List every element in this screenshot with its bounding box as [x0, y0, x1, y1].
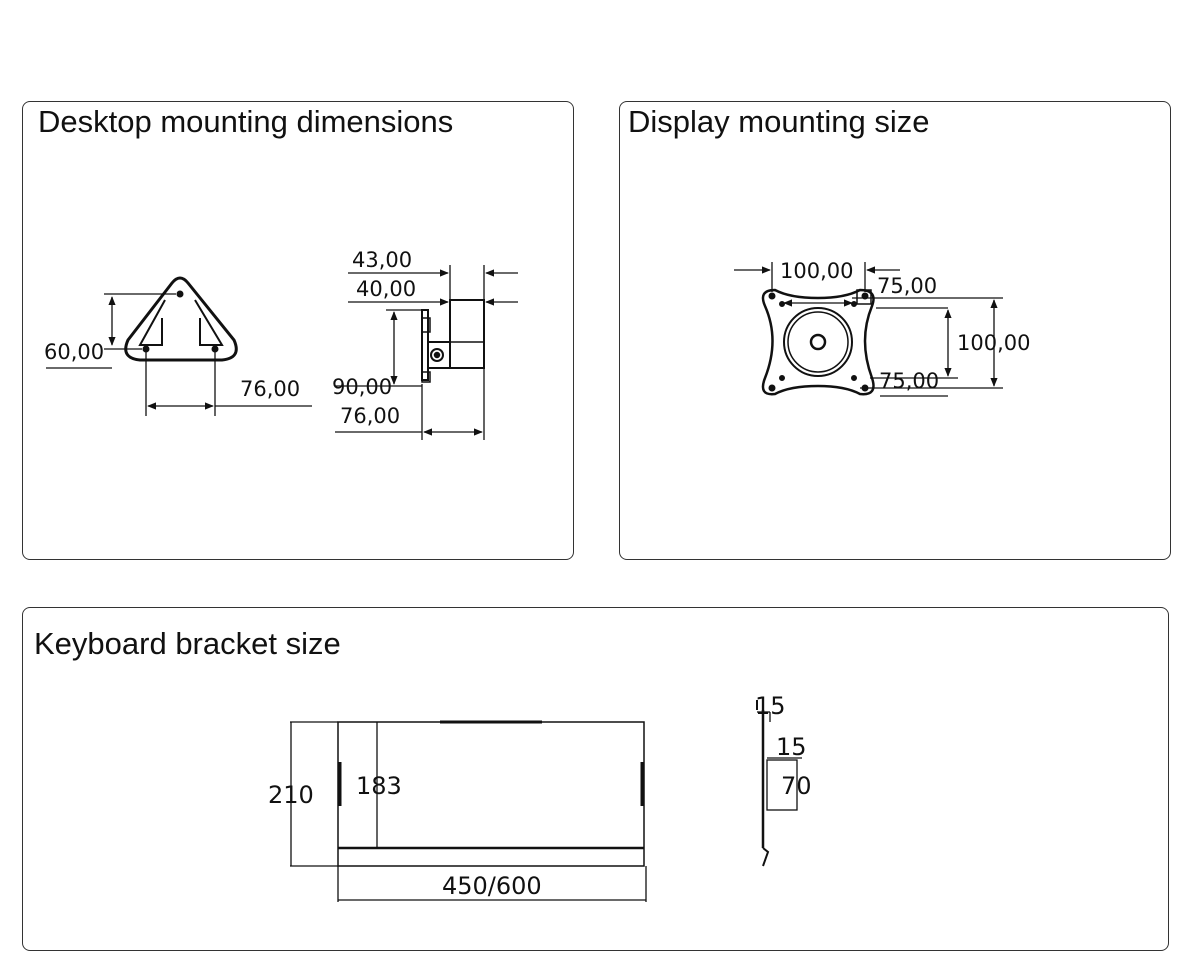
display-panel-title: Display mounting size [628, 104, 930, 139]
keyboard-panel-title: Keyboard bracket size [34, 626, 341, 661]
panel-desktop-mounting [22, 101, 574, 560]
desktop-panel-title: Desktop mounting dimensions [38, 104, 454, 139]
panel-display-mounting [619, 101, 1171, 560]
